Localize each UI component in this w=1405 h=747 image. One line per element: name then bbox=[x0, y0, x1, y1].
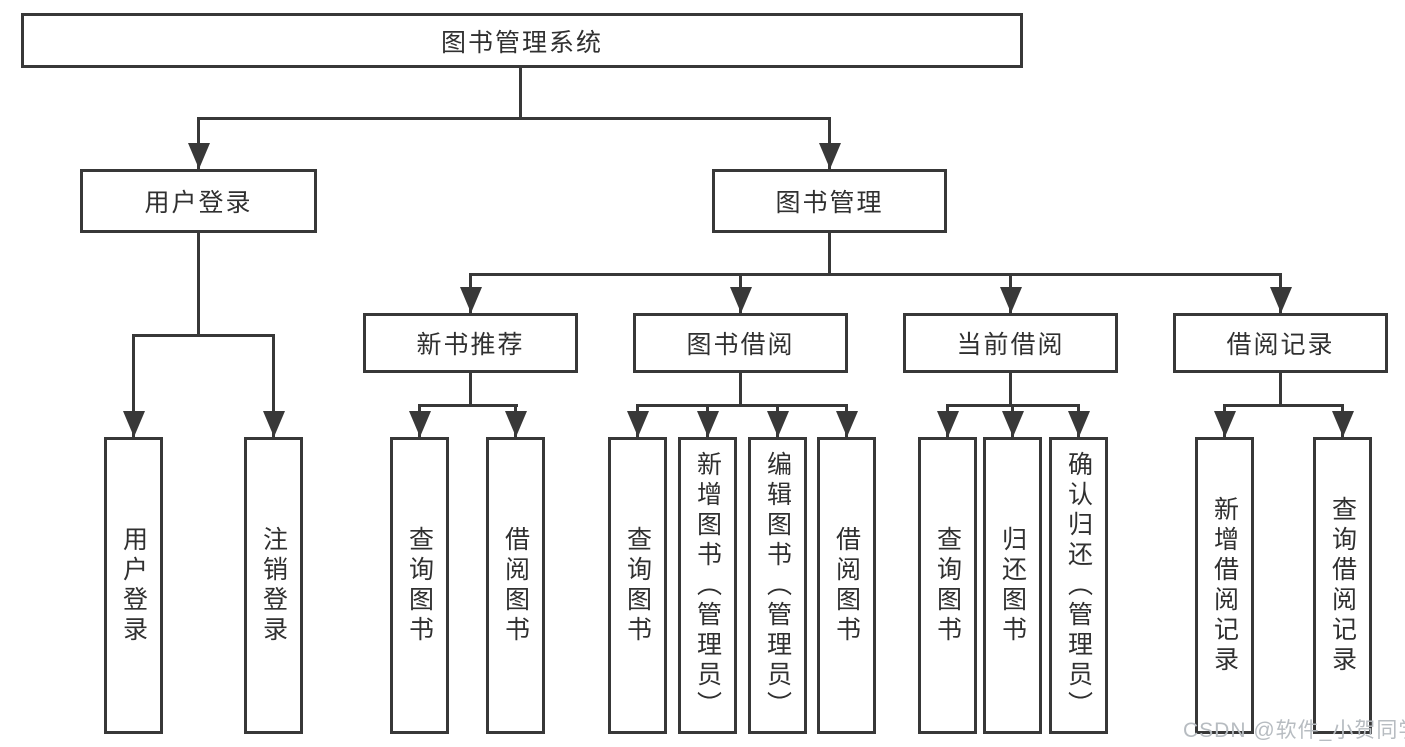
connector-arrow bbox=[627, 411, 649, 437]
connector-arrow bbox=[1332, 411, 1354, 437]
leaf-current-return: 归还图书 bbox=[983, 437, 1042, 734]
leaf-borrowing-query-label: 查询图书 bbox=[623, 525, 652, 646]
leaf-logout-label: 注销登录 bbox=[259, 525, 288, 646]
leaf-borrowing-edit: 编辑图书（管理员） bbox=[748, 437, 807, 734]
leaf-borrowing-borrow-label: 借阅图书 bbox=[832, 525, 861, 646]
connector-arrow bbox=[460, 287, 482, 313]
leaf-borrowing-query: 查询图书 bbox=[608, 437, 667, 734]
connector-arrow bbox=[836, 411, 858, 437]
connector-arrow bbox=[188, 143, 210, 169]
connector-arrow bbox=[505, 411, 527, 437]
watermark-text: CSDN @软件_小贺同学 bbox=[1183, 719, 1405, 742]
leaf-newbooks-query: 查询图书 bbox=[390, 437, 449, 734]
connector-arrow bbox=[819, 143, 841, 169]
leaf-borrowing-add: 新增图书（管理员） bbox=[678, 437, 737, 734]
connector-line bbox=[197, 117, 831, 120]
leaf-records-add: 新增借阅记录 bbox=[1195, 437, 1254, 734]
leaf-current-confirm-return-label: 确认归还（管理员） bbox=[1064, 450, 1093, 721]
connector-line bbox=[197, 233, 200, 335]
connector-arrow bbox=[1270, 287, 1292, 313]
node-user-login-label: 用户登录 bbox=[144, 189, 253, 217]
leaf-borrowing-edit-label: 编辑图书（管理员） bbox=[763, 450, 792, 721]
connector-line bbox=[418, 404, 518, 407]
node-borrow-records-label: 借阅记录 bbox=[1226, 331, 1335, 359]
connector-line bbox=[519, 68, 522, 118]
connector-arrow bbox=[767, 411, 789, 437]
connector-line bbox=[272, 334, 275, 437]
connector-arrow bbox=[730, 287, 752, 313]
connector-line bbox=[1279, 373, 1282, 406]
connector-arrow bbox=[937, 411, 959, 437]
leaf-current-confirm-return: 确认归还（管理员） bbox=[1049, 437, 1108, 734]
leaf-records-query-label: 查询借阅记录 bbox=[1328, 495, 1357, 676]
connector-arrow bbox=[263, 411, 285, 437]
connector-arrow bbox=[1002, 411, 1024, 437]
node-user-login: 用户登录 bbox=[80, 169, 317, 233]
node-root-label: 图书管理系统 bbox=[440, 28, 603, 57]
leaf-current-query: 查询图书 bbox=[918, 437, 977, 734]
node-root: 图书管理系统 bbox=[21, 13, 1023, 68]
leaf-user-login: 用户登录 bbox=[104, 437, 163, 734]
leaf-newbooks-borrow-label: 借阅图书 bbox=[501, 525, 530, 646]
leaf-newbooks-borrow: 借阅图书 bbox=[486, 437, 545, 734]
connector-line bbox=[132, 334, 135, 437]
node-current-borrowing-label: 当前借阅 bbox=[956, 331, 1065, 359]
connector-line bbox=[1223, 404, 1344, 407]
node-borrow-records: 借阅记录 bbox=[1173, 313, 1388, 373]
connector-arrow bbox=[1000, 287, 1022, 313]
connector-line bbox=[739, 373, 742, 406]
connector-arrow bbox=[409, 411, 431, 437]
connector-arrow bbox=[1214, 411, 1236, 437]
node-new-books: 新书推荐 bbox=[363, 313, 578, 373]
leaf-current-query-label: 查询图书 bbox=[933, 525, 962, 646]
connector-arrow bbox=[1068, 411, 1090, 437]
node-book-borrowing: 图书借阅 bbox=[633, 313, 848, 373]
node-book-management: 图书管理 bbox=[712, 169, 947, 233]
node-current-borrowing: 当前借阅 bbox=[903, 313, 1118, 373]
leaf-logout: 注销登录 bbox=[244, 437, 303, 734]
connector-arrow bbox=[697, 411, 719, 437]
leaf-records-add-label: 新增借阅记录 bbox=[1210, 495, 1239, 676]
connector-line bbox=[469, 273, 1282, 276]
leaf-user-login-label: 用户登录 bbox=[119, 525, 148, 646]
connector-line bbox=[636, 404, 848, 407]
leaf-current-return-label: 归还图书 bbox=[998, 525, 1027, 646]
node-book-management-label: 图书管理 bbox=[775, 189, 884, 217]
leaf-borrowing-borrow: 借阅图书 bbox=[817, 437, 876, 734]
node-book-borrowing-label: 图书借阅 bbox=[686, 331, 795, 359]
leaf-newbooks-query-label: 查询图书 bbox=[405, 525, 434, 646]
connector-arrow bbox=[123, 411, 145, 437]
leaf-borrowing-add-label: 新增图书（管理员） bbox=[693, 450, 722, 721]
connector-line bbox=[469, 373, 472, 406]
connector-line bbox=[132, 334, 275, 337]
leaf-records-query: 查询借阅记录 bbox=[1313, 437, 1372, 734]
connector-line bbox=[1009, 373, 1012, 406]
node-new-books-label: 新书推荐 bbox=[416, 331, 525, 359]
connector-line bbox=[828, 233, 831, 274]
